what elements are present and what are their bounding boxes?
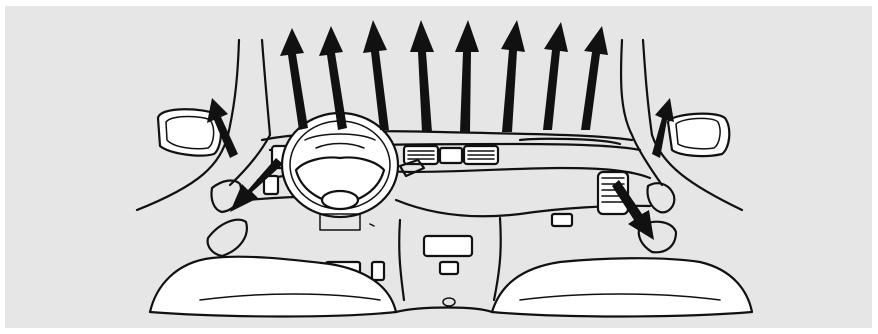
windshield-defrost-arrow-8 (581, 26, 608, 130)
center-console (399, 160, 501, 306)
windshield-defrost-arrow-3 (363, 20, 389, 130)
windshield-defrost-arrow-6 (501, 20, 525, 132)
right-side-mirror (668, 114, 729, 156)
windshield-defrost-arrow-1 (280, 28, 308, 130)
windshield-defrost-arrow-4 (410, 20, 434, 132)
windshield-defrost-arrow-7 (543, 22, 568, 130)
windshield-defrost-arrow-5 (455, 20, 479, 132)
right-front-seat (492, 258, 752, 316)
floor-line (396, 308, 492, 313)
